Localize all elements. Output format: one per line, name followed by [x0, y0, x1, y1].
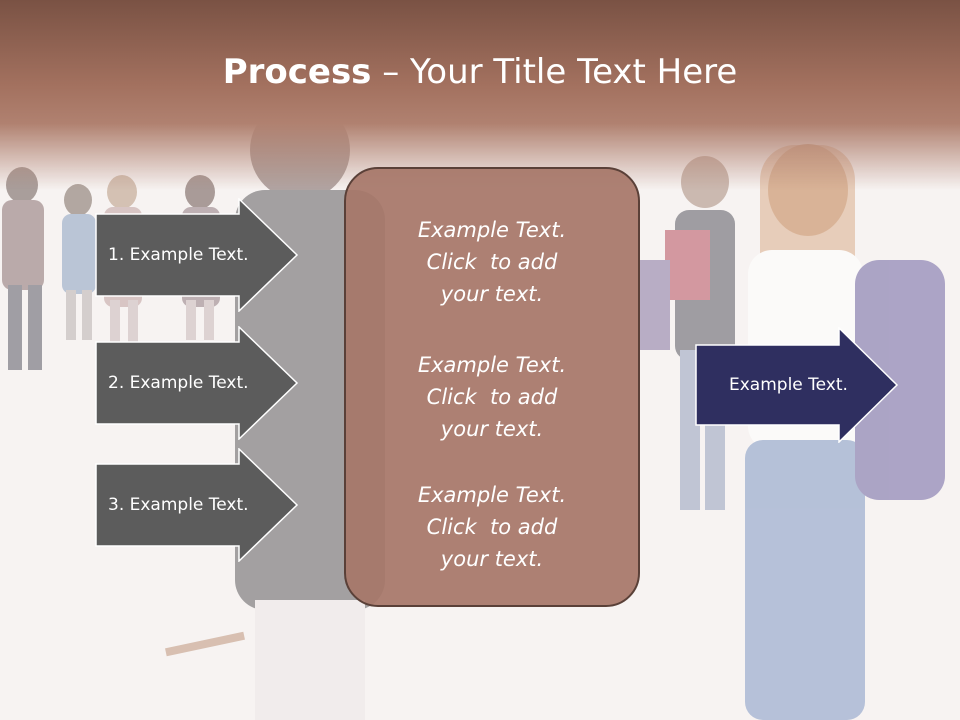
arrow-right-icon	[695, 327, 899, 443]
center-block-3-line2: Click to add	[426, 515, 558, 539]
right-arrow[interactable]: Example Text.	[695, 327, 900, 443]
title-band	[0, 0, 960, 190]
left-arrow-2[interactable]: 2. Example Text.	[95, 326, 300, 440]
left-arrow-2-label: 2. Example Text.	[108, 373, 249, 393]
center-block-2-line3: your text.	[440, 417, 544, 441]
left-arrow-3-label: 3. Example Text.	[108, 495, 249, 515]
center-block-1-line3: your text.	[440, 282, 544, 306]
slide-title[interactable]: Process – Your Title Text Here	[0, 52, 960, 92]
left-arrow-3[interactable]: 3. Example Text.	[95, 448, 300, 562]
center-block-1: Example Text. Click to add your text.	[346, 214, 638, 310]
left-arrow-1-label: 1. Example Text.	[108, 245, 249, 265]
left-arrow-1[interactable]: 1. Example Text.	[95, 198, 300, 312]
center-block-2-line1: Example Text.	[417, 353, 567, 377]
title-rest: – Your Title Text Here	[371, 52, 738, 92]
center-text-box[interactable]: Example Text. Click to add your text. Ex…	[344, 167, 640, 607]
arrow-right-icon	[95, 448, 299, 562]
center-block-1-line1: Example Text.	[417, 218, 567, 242]
title-bold: Process	[222, 52, 372, 92]
center-block-2-line2: Click to add	[426, 385, 558, 409]
arrow-right-icon	[95, 198, 299, 312]
center-block-3-line3: your text.	[440, 547, 544, 571]
center-block-1-line2: Click to add	[426, 250, 558, 274]
right-arrow-label: Example Text.	[729, 375, 848, 395]
center-block-3: Example Text. Click to add your text.	[346, 479, 638, 575]
center-block-3-line1: Example Text.	[417, 483, 567, 507]
center-block-2: Example Text. Click to add your text.	[346, 349, 638, 445]
arrow-right-icon	[95, 326, 299, 440]
